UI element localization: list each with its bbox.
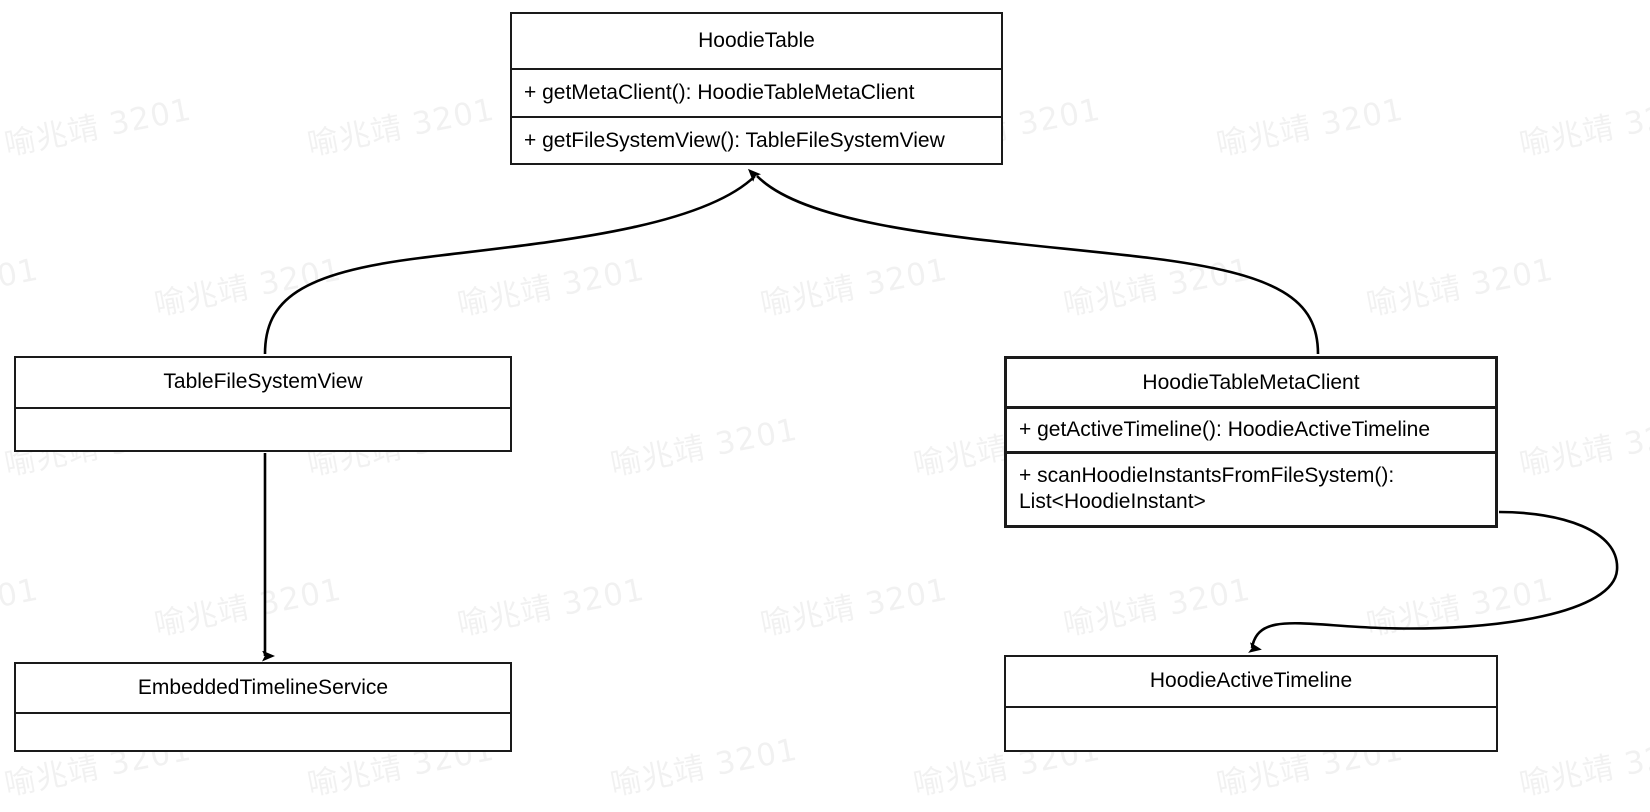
watermark-tile: 喻兆靖 3201 [0, 251, 42, 324]
class-box-hoodie-table[interactable]: HoodieTable + getMetaClient(): HoodieTab… [510, 12, 1003, 165]
watermark-tile: 喻兆靖 3201 [1362, 0, 1557, 4]
watermark-tile: 喻兆靖 3201 [151, 571, 345, 644]
class-member-hoodie-active-timeline-0 [1006, 705, 1496, 750]
watermark-tile: 喻兆靖 3201 [1060, 571, 1254, 644]
watermark-tile: 喻兆靖 3201 [151, 251, 345, 324]
watermark-tile: 喻兆靖 3201 [304, 91, 498, 164]
watermark-tile: 喻兆靖 3201 [1059, 0, 1254, 4]
watermark-tile: 喻兆靖 3201 [757, 251, 951, 324]
connector-tablefilesystemview-to-hoodietable [263, 176, 755, 355]
class-box-hoodie-table-meta-client[interactable]: HoodieTableMetaClient + getActiveTimelin… [1004, 356, 1498, 528]
watermark-tile: 喻兆靖 3201 [1516, 411, 1650, 484]
watermark-tile: 喻兆靖 3201 [454, 571, 648, 644]
class-box-table-file-system-view[interactable]: TableFileSystemView [14, 356, 512, 452]
class-name-table-file-system-view: TableFileSystemView [163, 370, 363, 394]
watermark-tile: 喻兆靖 3201 [756, 0, 951, 4]
watermark-tile: 喻兆靖 3201 [607, 411, 801, 484]
watermark-tile: 喻兆靖 3201 [757, 571, 951, 644]
watermark-tile: 喻兆靖 3201 [1363, 251, 1557, 324]
class-name-hoodie-active-timeline: HoodieActiveTimeline [1149, 669, 1353, 693]
class-member-embedded-timeline-service-0 [16, 711, 510, 750]
class-box-embedded-timeline-service[interactable]: EmbeddedTimelineService [14, 662, 512, 752]
watermark-tile: 喻兆靖 3201 [1060, 251, 1254, 324]
watermark-tile: 喻兆靖 3201 [1516, 91, 1650, 164]
watermark-tile: 喻兆靖 3201 [1516, 731, 1650, 804]
watermark-tile: 喻兆靖 3201 [1363, 571, 1557, 644]
class-name-hoodie-table-meta-client: HoodieTableMetaClient [1142, 370, 1360, 394]
watermark-tile: 喻兆靖 3201 [1213, 91, 1407, 164]
watermark-tile: 喻兆靖 3201 [150, 0, 345, 4]
watermark-tile: 喻兆靖 3201 [454, 251, 648, 324]
class-name-hoodie-table: HoodieTable [698, 29, 815, 53]
connector-hoodietablemetaclient-to-hoodietable [756, 175, 1320, 355]
class-member-hoodie-table-1: + getFileSystemView(): TableFileSystemVi… [512, 115, 1001, 163]
watermark-tile: 喻兆靖 3201 [0, 0, 42, 4]
watermark-tile: 喻兆靖 3201 [0, 571, 42, 644]
class-member-hoodie-table-0: + getMetaClient(): HoodieTableMetaClient [512, 68, 1001, 115]
class-member-table-file-system-view-0 [16, 406, 510, 450]
class-member-hoodie-table-meta-client-1: + scanHoodieInstantsFromFileSystem(): Li… [1007, 451, 1495, 525]
class-member-hoodie-table-meta-client-0: + getActiveTimeline(): HoodieActiveTimel… [1007, 406, 1495, 451]
class-name-embedded-timeline-service: EmbeddedTimelineService [137, 675, 389, 699]
watermark-tile: 喻兆靖 3201 [1, 91, 195, 164]
watermark-tile: 喻兆靖 3201 [453, 0, 648, 4]
watermark-tile: 喻兆靖 3201 [607, 731, 801, 804]
connector-hoodietablemetaclient-to-hoodieactivetimeline [1252, 510, 1619, 648]
class-box-hoodie-active-timeline[interactable]: HoodieActiveTimeline [1004, 655, 1498, 752]
